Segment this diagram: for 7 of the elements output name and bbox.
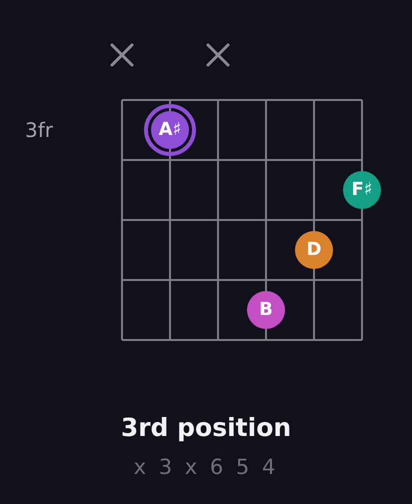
root-note-dot: A♯ [144,104,196,156]
fingering-notation: x 3 x 6 5 4 [134,455,278,480]
note-dot: F♯ [343,171,381,209]
position-title: 3rd position [120,413,292,443]
note-dot: D [295,231,333,269]
fret-number-label: 3fr [25,118,53,142]
note-dot: B [247,291,285,329]
